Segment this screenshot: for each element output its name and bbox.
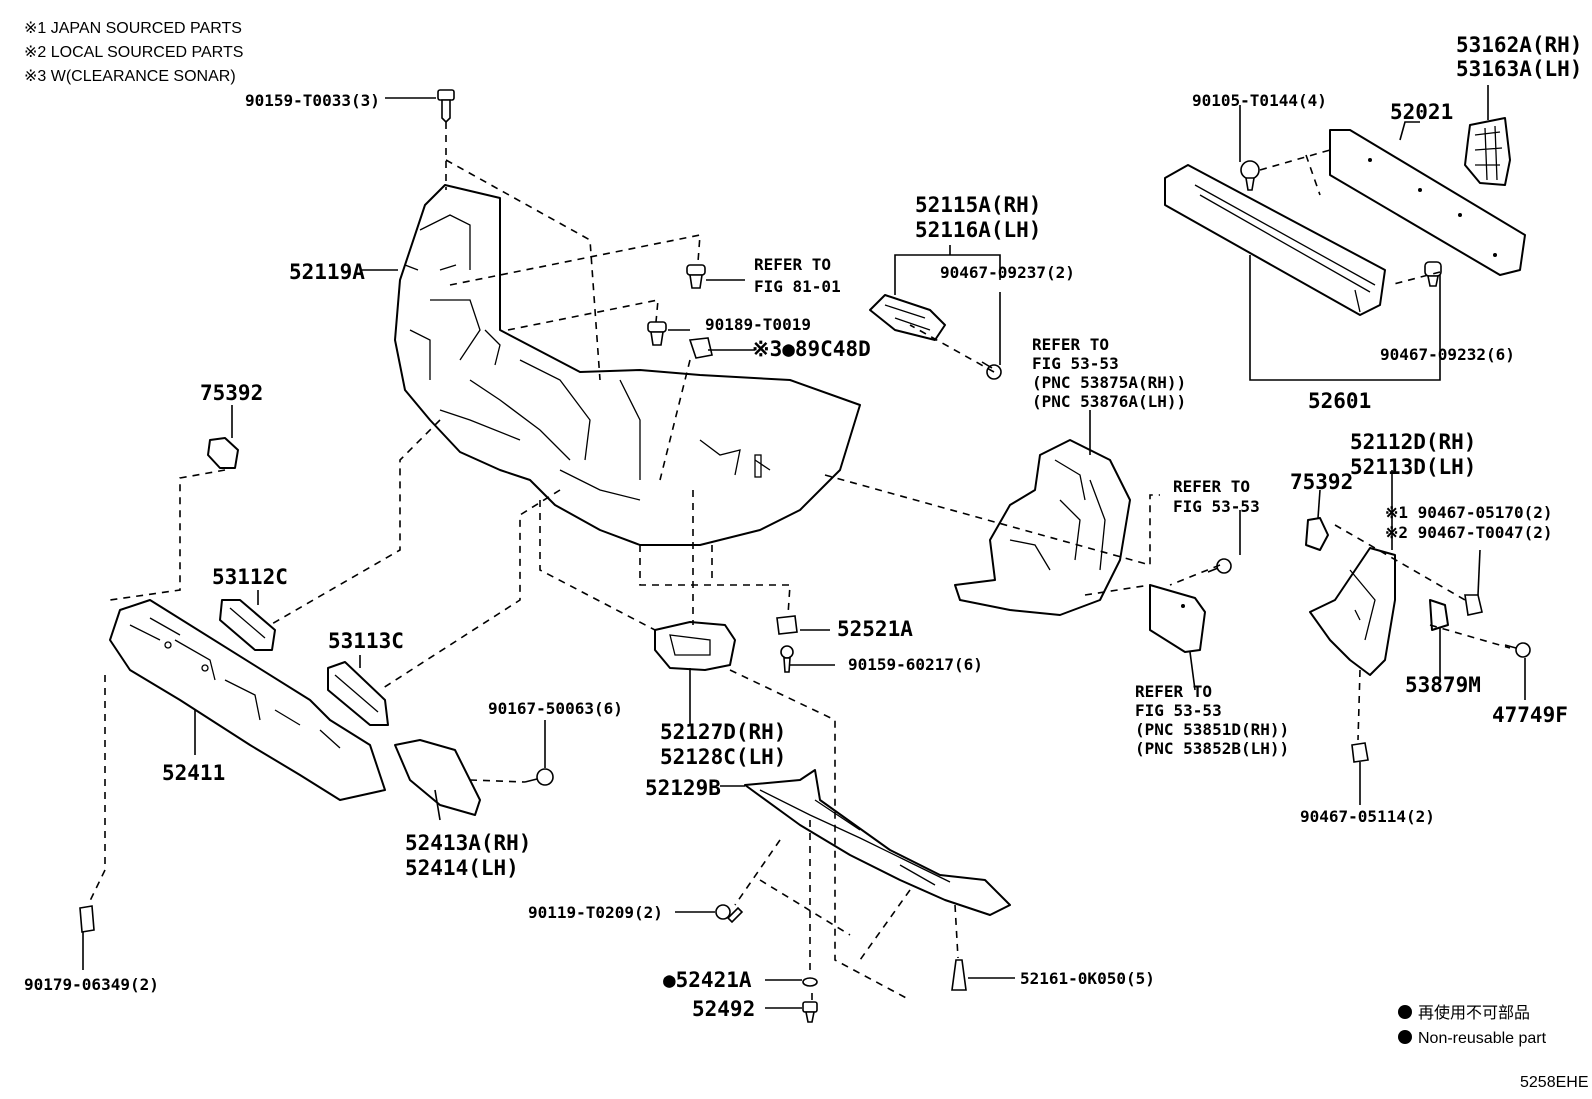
nut-90179-06349[interactable] [79,905,95,933]
screw-47749F[interactable] [1504,642,1531,658]
label-53112C: 53112C [212,565,288,589]
label-90179-06349: 90179-06349(2) [24,975,159,994]
label-52112D: 52112D(RH) [1350,430,1476,454]
label-52411: 52411 [162,761,225,785]
label-refer5353b-2: FIG 53-53 [1173,497,1260,516]
label-52413A: 52413A(RH) [405,831,531,855]
label-53163A: 53163A(LH) [1456,57,1582,81]
engine-under-cover-52129B[interactable] [744,769,1011,916]
assembly-lines [87,122,1511,1001]
legend-bullet-en [1398,1030,1412,1044]
legend: 再使用不可部品 Non-reusable part [1398,1004,1547,1047]
bumper-reinforcement-52021[interactable] [1329,129,1526,276]
figure-code: 5258EHE [1520,1074,1589,1091]
label-refer5353c-3: (PNC 53851D(RH)) [1135,720,1289,739]
clip-52161-0K050[interactable] [951,959,967,991]
label-53162A: 53162A(RH) [1456,33,1582,57]
label-refer5353c-4: (PNC 53852B(LH)) [1135,739,1289,758]
bumper-side-cover-52127D[interactable] [654,621,736,671]
label-90119-T0209: 90119-T0209(2) [528,903,663,922]
label-75392-left: 75392 [200,381,263,405]
clip-90189-T0019[interactable] [647,321,667,346]
label-90159-T0033: 90159-T0033(3) [245,91,380,110]
clip-refer-fig81[interactable] [686,264,706,289]
label-53879M: 53879M [1405,673,1481,697]
lower-grille-52411[interactable] [109,599,386,801]
nut-52521A[interactable] [776,615,798,635]
label-90467-09232: 90467-09232(6) [1380,345,1515,364]
bumper-absorber-52601[interactable] [1164,164,1386,316]
legend-en: Non-reusable part [1418,1030,1547,1047]
label-90467-05170: ※1 90467-05170(2) [1385,503,1553,522]
label-refer5353c-2: FIG 53-53 [1135,701,1222,720]
sensor-holder-75392-right[interactable] [1305,517,1329,551]
label-52161-0K050: 52161-0K050(5) [1020,969,1155,988]
part-labels: 90159-T0033(3) 52119A REFER TO FIG 81-01… [24,33,1582,1021]
legend-bullet-jp [1398,1005,1412,1019]
label-refer-fig81-a: REFER TO [754,255,831,274]
screw-90167-50063[interactable] [524,768,554,786]
label-refer5353c-1: REFER TO [1135,682,1212,701]
label-89C48D: ※3●89C48D [752,337,871,361]
label-75392-right: 75392 [1290,470,1353,494]
grille-insert-53113C[interactable] [327,661,389,726]
label-52414: 52414(LH) [405,856,519,880]
bracket-53162A[interactable] [1464,117,1511,186]
label-53113C: 53113C [328,629,404,653]
sensor-bracket-89C48D[interactable] [688,337,713,359]
label-52129B: 52129B [645,776,721,800]
clip-52492[interactable] [802,1001,818,1023]
clip-90467-05170[interactable] [1464,594,1483,616]
bolt-90119-T0209[interactable] [715,904,744,924]
bumper-side-support-52112D[interactable] [1309,547,1396,676]
label-52113D: 52113D(LH) [1350,455,1476,479]
note-clearance-sonar: ※3 W(CLEARANCE SONAR) [24,68,236,85]
bolt-90105-T0144[interactable] [1240,160,1260,191]
label-52127D: 52127D(RH) [660,720,786,744]
label-refer5353b-1: REFER TO [1173,477,1250,496]
label-52421A: ●52421A [663,968,752,992]
label-refer-fig81-b: FIG 81-01 [754,277,841,296]
label-90467-05114: 90467-05114(2) [1300,807,1435,826]
label-52601: 52601 [1308,389,1371,413]
label-52021: 52021 [1390,100,1453,124]
label-90105-T0144: 90105-T0144(4) [1192,91,1327,110]
seal-52421A[interactable] [802,977,818,987]
label-52115A: 52115A(RH) [915,193,1041,217]
mudguard[interactable] [1149,584,1206,653]
label-90467-09237: 90467-09237(2) [940,263,1075,282]
note-japan-sourced: ※1 JAPAN SOURCED PARTS [24,20,242,37]
leader-lines [82,85,1526,1009]
clip-90467-09232[interactable] [1424,261,1442,287]
front-bumper-cover-52119A[interactable] [394,184,861,546]
label-90189-T0019: 90189-T0019 [705,315,811,334]
label-52521A: 52521A [837,617,913,641]
retainer-53879M[interactable] [1429,599,1449,631]
label-52492: 52492 [692,997,755,1021]
label-90159-60217: 90159-60217(6) [848,655,983,674]
label-refer5353a-2: FIG 53-53 [1032,354,1119,373]
label-47749F: 47749F [1492,703,1568,727]
label-52116A: 52116A(LH) [915,218,1041,242]
label-refer5353a-4: (PNC 53876A(LH)) [1032,392,1186,411]
label-52119A: 52119A [289,260,365,284]
grille-insert-53112C[interactable] [219,599,276,651]
label-refer5353a-3: (PNC 53875A(RH)) [1032,373,1186,392]
bolt-90159-T0033[interactable] [437,89,455,124]
label-90467-T0047: ※2 90467-T0047(2) [1385,523,1553,542]
note-local-sourced: ※2 LOCAL SOURCED PARTS [24,44,243,61]
label-refer5353a-1: REFER TO [1032,335,1109,354]
bolt-90159-60217[interactable] [780,645,794,673]
nut-90467-05114[interactable] [1351,742,1369,763]
fender-liner[interactable] [954,439,1131,616]
label-52128C: 52128C(LH) [660,745,786,769]
deflector-52413A[interactable] [394,739,481,816]
legend-jp: 再使用不可部品 [1418,1004,1530,1022]
sensor-holder-75392-left[interactable] [207,437,239,469]
bumper-side-bracket-52115A[interactable] [869,294,946,341]
label-90167-50063: 90167-50063(6) [488,699,623,718]
